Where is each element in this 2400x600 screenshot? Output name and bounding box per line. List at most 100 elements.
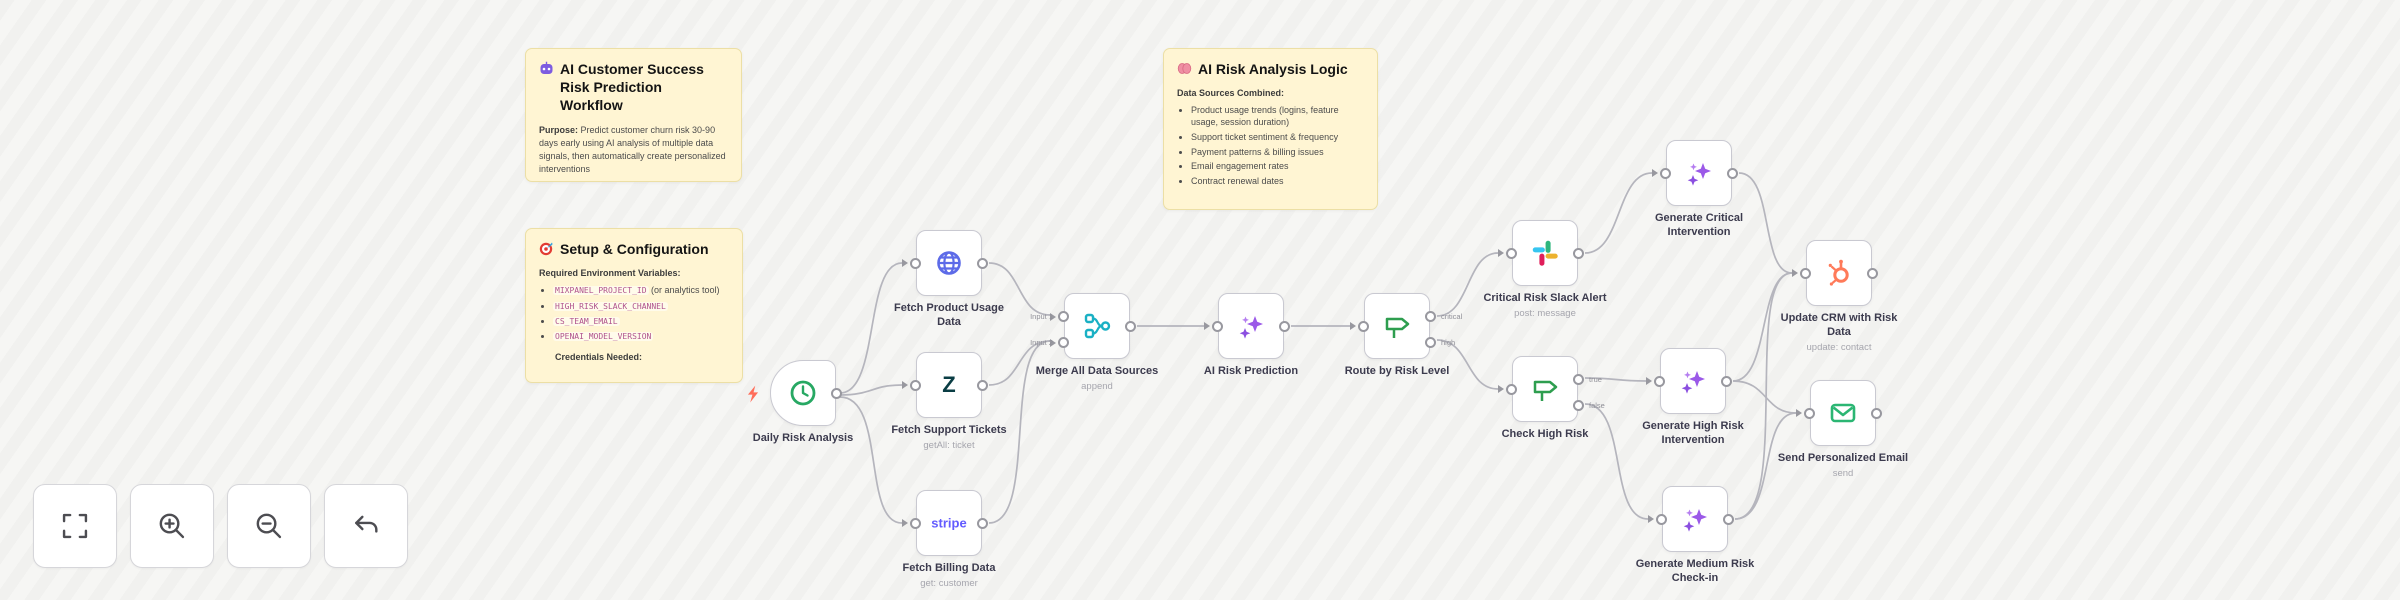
note-section-heading: Credentials Needed: (555, 351, 643, 362)
node-update-crm-with-risk-data[interactable]: Update CRM with Risk Data update: contac… (1781, 240, 1897, 353)
node-generate-high-risk-intervention[interactable]: Generate High Risk Intervention (1642, 348, 1744, 446)
input-arrow (1350, 322, 1356, 330)
node-label: Route by Risk Level (1344, 365, 1450, 377)
node-send-personalized-email[interactable]: Send Personalized Email send (1778, 380, 1908, 479)
node-daily-risk-analysis[interactable]: Daily Risk Analysis (747, 360, 853, 444)
output-port[interactable] (1721, 375, 1732, 387)
output-port[interactable] (1867, 267, 1878, 279)
env-var-item: CS_TEAM_EMAIL (553, 315, 729, 328)
sticky-note-setup[interactable]: Setup & Configuration Required Environme… (525, 228, 743, 383)
output-port[interactable] (1279, 320, 1290, 332)
output-port-true[interactable] (1573, 373, 1584, 385)
input-port[interactable] (1358, 320, 1369, 332)
output-port[interactable] (1723, 513, 1734, 525)
sticky-note-risk-logic[interactable]: AI Risk Analysis Logic Data Sources Comb… (1163, 48, 1378, 210)
node-check-high-risk[interactable]: true false Check High Risk (1498, 356, 1605, 440)
node-fetch-product-usage-data[interactable]: Fetch Product Usage Data (894, 230, 1004, 328)
env-var-item: MIXPANEL_PROJECT_ID (or analytics tool) (553, 284, 729, 297)
note-title: AI Customer Success Risk Prediction Work… (560, 61, 704, 114)
ai-sparkles-icon (1681, 371, 1705, 394)
node-label: Fetch Support Tickets (891, 424, 1007, 436)
node-label: Check High Risk (1501, 428, 1589, 440)
input-arrow (1498, 249, 1504, 257)
input-arrow (1646, 377, 1652, 385)
input-port[interactable] (1506, 383, 1517, 395)
node-fetch-billing-data[interactable]: stripe Fetch Billing Data get: customer (902, 490, 995, 589)
output-port[interactable] (977, 517, 988, 529)
fit-view-icon (62, 513, 88, 539)
note-section-heading: Required Environment Variables: (539, 268, 681, 279)
input-port-label: Input 2 (1030, 338, 1053, 347)
zoom-out-button[interactable] (227, 484, 311, 568)
input-port[interactable] (1656, 513, 1667, 525)
node-label: Generate Medium Risk Check-in (1635, 558, 1755, 584)
data-source-item: Contract renewal dates (1191, 175, 1364, 187)
input-port[interactable] (1506, 247, 1517, 259)
env-var-list: MIXPANEL_PROJECT_ID (or analytics tool) … (539, 284, 729, 343)
output-port-critical[interactable] (1425, 310, 1436, 322)
hubspot-icon (1828, 259, 1849, 286)
edge-route-check (1436, 339, 1499, 390)
node-sublabel: send (1832, 467, 1854, 479)
input-port[interactable] (910, 517, 921, 529)
node-label: Critical Risk Slack Alert (1483, 292, 1607, 304)
svg-text:stripe: stripe (931, 516, 966, 531)
output-port-high[interactable] (1425, 336, 1436, 348)
input-port[interactable] (1804, 407, 1815, 419)
output-port[interactable] (977, 379, 988, 391)
input-port[interactable] (1654, 375, 1665, 387)
output-port-label: high (1441, 338, 1456, 347)
switch-signpost-icon (1385, 317, 1410, 338)
input-port[interactable] (1800, 267, 1811, 279)
input-port-2[interactable] (1058, 336, 1069, 348)
edge-gencritical-crm (1738, 172, 1793, 274)
input-port[interactable] (910, 379, 921, 391)
output-port[interactable] (831, 387, 842, 399)
node-sublabel: post: message (1514, 307, 1576, 319)
output-port[interactable] (1871, 407, 1882, 419)
node-critical-risk-slack-alert[interactable]: Critical Risk Slack Alert post: message (1483, 220, 1607, 319)
output-port-label: critical (1441, 312, 1463, 321)
fit-view-button[interactable] (33, 484, 117, 568)
input-port-1[interactable] (1058, 310, 1069, 322)
output-port[interactable] (977, 257, 988, 269)
edge-route-slack (1436, 252, 1499, 317)
email-icon (1830, 403, 1856, 423)
node-ai-risk-prediction[interactable]: AI Risk Prediction (1204, 293, 1298, 377)
edge-trigger-support (839, 384, 903, 396)
node-merge-all-data-sources[interactable]: Input 1 Input 2 Merge All Data Sources a… (1030, 293, 1158, 392)
node-label: Update CRM with Risk Data (1780, 312, 1898, 338)
node-generate-critical-intervention[interactable]: Generate Critical Intervention (1652, 140, 1743, 238)
node-label: Send Personalized Email (1777, 452, 1909, 464)
ai-sparkles-icon (1683, 509, 1707, 532)
data-source-item: Payment patterns & billing issues (1191, 146, 1364, 158)
input-port[interactable] (1212, 320, 1223, 332)
svg-text:Z: Z (942, 372, 955, 397)
input-arrow (1498, 385, 1504, 393)
zoom-in-icon (159, 513, 185, 539)
input-port[interactable] (1660, 167, 1671, 179)
stripe-icon: stripe (931, 516, 966, 531)
edge-product-merge (988, 262, 1051, 316)
ai-sparkles-icon (1687, 163, 1711, 186)
input-arrow (902, 259, 908, 267)
input-arrow (1796, 409, 1802, 417)
target-icon (539, 242, 553, 256)
zoom-in-button[interactable] (130, 484, 214, 568)
output-port-false[interactable] (1573, 399, 1584, 411)
output-port-label: true (1589, 375, 1602, 384)
input-port[interactable] (910, 257, 921, 269)
env-var-item: OPENAI_MODEL_VERSION (553, 330, 729, 343)
output-port[interactable] (1125, 320, 1136, 332)
input-arrow (1792, 269, 1798, 277)
node-generate-medium-risk-check-in[interactable]: Generate Medium Risk Check-in (1636, 486, 1754, 584)
node-route-by-risk-level[interactable]: critical high Route by Risk Level (1345, 293, 1462, 377)
edge-billing-merge (988, 340, 1051, 524)
sticky-note-overview[interactable]: AI Customer Success Risk Prediction Work… (525, 48, 742, 182)
node-fetch-support-tickets[interactable]: Z Fetch Support Tickets getAll: ticket (891, 352, 1007, 451)
output-port[interactable] (1727, 167, 1738, 179)
output-port[interactable] (1573, 247, 1584, 259)
undo-button[interactable] (324, 484, 408, 568)
